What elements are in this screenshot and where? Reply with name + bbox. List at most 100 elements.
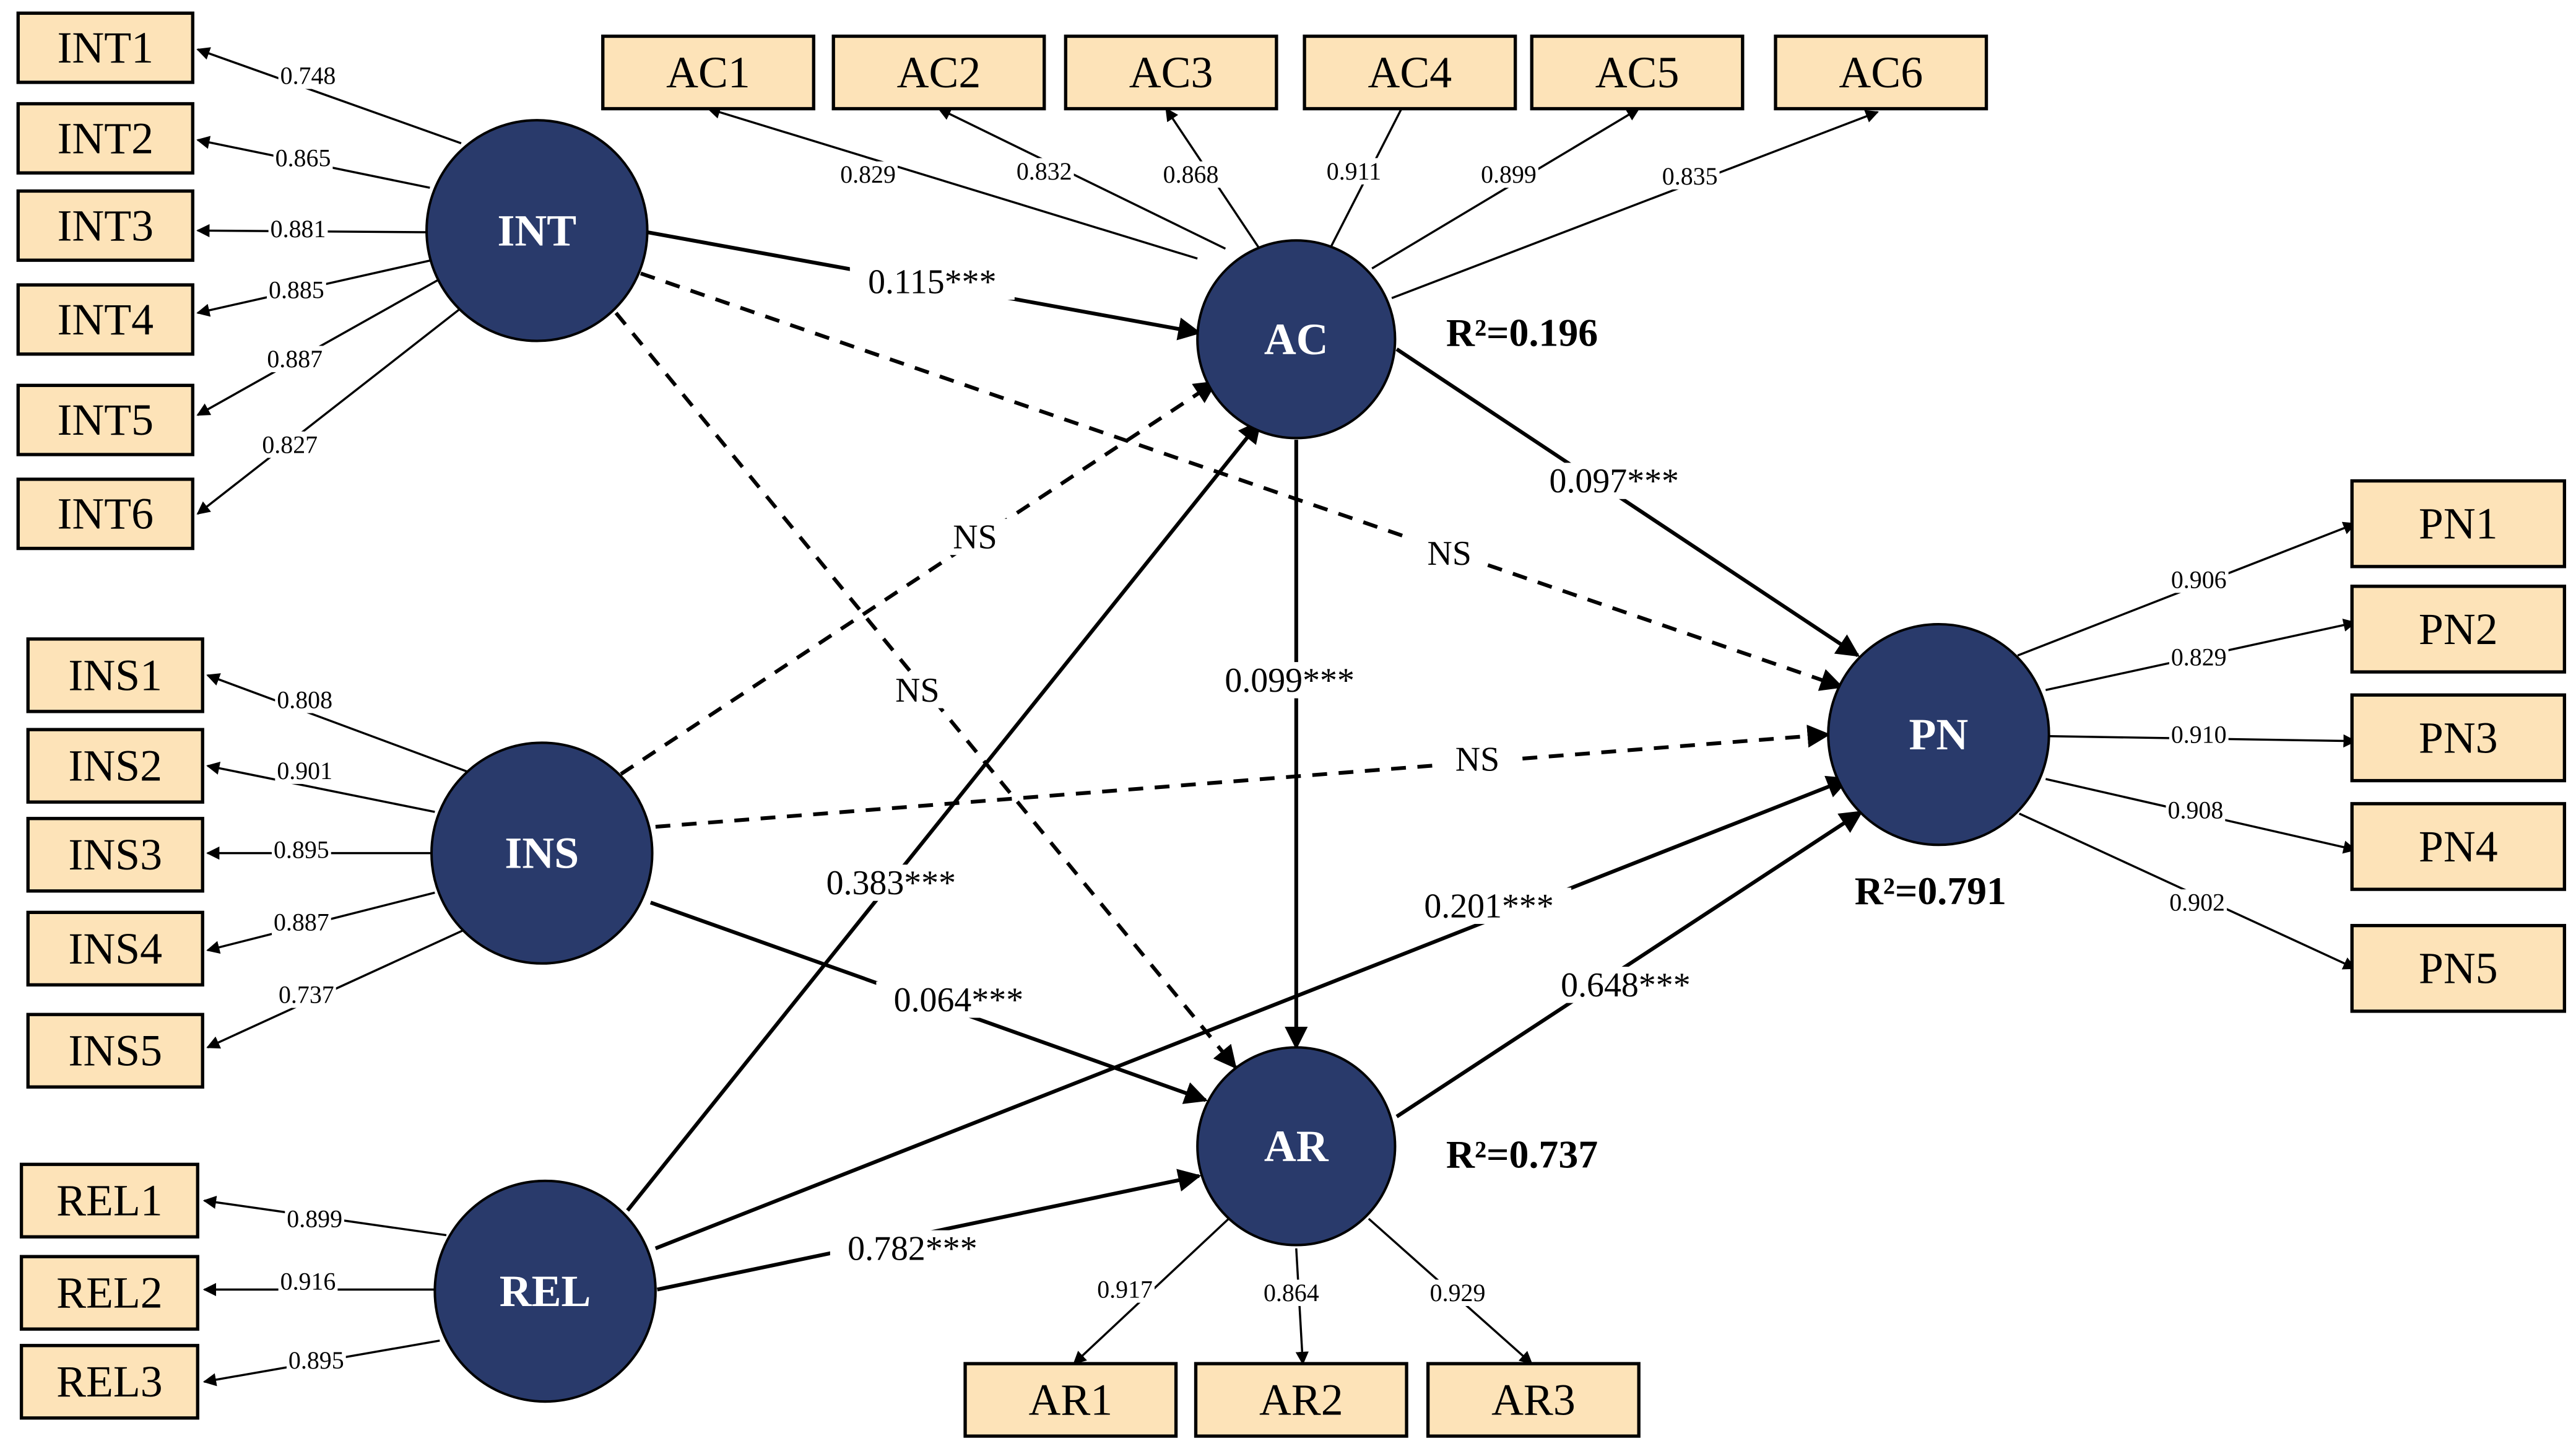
indicator-ins5: INS5 bbox=[26, 1013, 204, 1089]
indicator-ac6: AC6 bbox=[1774, 34, 1988, 111]
construct-ac: AC bbox=[1196, 239, 1397, 440]
indicator-box bbox=[16, 102, 194, 175]
indicator-label: REL1 bbox=[56, 1176, 163, 1226]
loading-value-int4: 0.885 bbox=[269, 276, 324, 303]
path-label-bg bbox=[809, 865, 974, 901]
indicator-label: REL3 bbox=[56, 1357, 163, 1406]
construct-circle bbox=[1196, 239, 1397, 440]
loading-label-bg bbox=[1479, 161, 1538, 188]
loading-label-bg bbox=[286, 1347, 346, 1374]
loading-value-pn1: 0.906 bbox=[2171, 565, 2227, 593]
construct-circle bbox=[1196, 1046, 1397, 1247]
indicator-box bbox=[1426, 1362, 1641, 1438]
loading-value-ac4: 0.911 bbox=[1327, 157, 1381, 185]
indicator-label: AR1 bbox=[1028, 1375, 1112, 1424]
path-coefficient-ac-ar: 0.099*** bbox=[1225, 661, 1354, 700]
loading-value-ins1: 0.808 bbox=[277, 686, 332, 714]
indicator-ins3: INS3 bbox=[26, 817, 204, 893]
loading-value-pn5: 0.902 bbox=[2169, 889, 2225, 917]
indicator-label: AC1 bbox=[666, 48, 750, 97]
indicator-box bbox=[16, 383, 194, 456]
construct-label: INS bbox=[505, 829, 579, 878]
indicator-box bbox=[1064, 34, 1278, 111]
indicator-int6: INT6 bbox=[16, 477, 194, 551]
loading-label-bg bbox=[838, 161, 898, 188]
loading-value-int2: 0.865 bbox=[275, 144, 331, 172]
path-coefficient-rel-ar: 0.782*** bbox=[848, 1229, 977, 1268]
loading-value-ins3: 0.895 bbox=[274, 836, 329, 864]
path-coefficient-ins-ar: 0.064*** bbox=[894, 981, 1023, 1019]
indicator-ac5: AC5 bbox=[1530, 34, 1745, 111]
indicator-box bbox=[601, 34, 815, 111]
r-squared-ar: R²=0.737 bbox=[1446, 1133, 1598, 1177]
indicator-label: INT2 bbox=[57, 113, 154, 163]
path-arrow-int-pn bbox=[640, 271, 1844, 691]
path-label-bg bbox=[830, 1230, 995, 1267]
path-arrow-ar-pn bbox=[1395, 810, 1863, 1118]
indicator-label: PN1 bbox=[2419, 499, 2498, 549]
indicator-label: INT1 bbox=[57, 23, 154, 72]
indicator-label: AC4 bbox=[1368, 48, 1452, 97]
loading-label-bg bbox=[285, 1205, 345, 1232]
path-arrow-ins-pn bbox=[655, 725, 1831, 829]
path-labels-layer: 0.115***NSNSNSNS0.064***0.383***0.201***… bbox=[809, 263, 2006, 1268]
construct-label: AC bbox=[1264, 315, 1329, 364]
loading-arrow-ins1 bbox=[206, 673, 470, 773]
indicator-box bbox=[2350, 802, 2567, 891]
loading-value-ar1: 0.917 bbox=[1097, 1276, 1153, 1304]
indicator-ins4: INS4 bbox=[26, 910, 204, 987]
indicator-pn4: PN4 bbox=[2350, 802, 2567, 891]
indicator-label: REL2 bbox=[56, 1268, 163, 1318]
construct-rel: REL bbox=[433, 1179, 657, 1403]
loading-label-bg bbox=[2169, 566, 2229, 593]
loading-value-rel3: 0.895 bbox=[288, 1346, 344, 1374]
path-coefficient-ins-ac: NS bbox=[953, 518, 997, 557]
indicator-int4: INT4 bbox=[16, 283, 194, 356]
loading-label-bg bbox=[1261, 1279, 1321, 1306]
indicator-ac1: AC1 bbox=[601, 34, 815, 111]
path-coefficient-ac-pn: 0.097*** bbox=[1550, 462, 1679, 500]
path-arrow-ins-ac bbox=[620, 380, 1218, 776]
path-arrow-ac-pn bbox=[1395, 347, 1860, 658]
loading-label-bg bbox=[260, 431, 320, 458]
indicator-label: INT6 bbox=[57, 489, 154, 539]
loading-value-rel1: 0.899 bbox=[287, 1204, 342, 1232]
loading-label-bg bbox=[1014, 158, 1074, 185]
loading-label-bg bbox=[1161, 161, 1221, 188]
indicator-label: INS1 bbox=[68, 650, 162, 700]
indicator-box bbox=[2350, 585, 2567, 674]
loading-value-pn4: 0.908 bbox=[2168, 796, 2224, 824]
path-label-bg bbox=[1543, 967, 1708, 1003]
loading-label-bg bbox=[273, 145, 333, 172]
indicator-label: AC2 bbox=[897, 48, 981, 97]
loading-label-bg bbox=[1324, 158, 1384, 185]
path-coefficient-int-pn: NS bbox=[1428, 534, 1472, 573]
path-arrow-rel-pn bbox=[654, 775, 1850, 1250]
indicator-label: INS4 bbox=[68, 924, 162, 973]
indicator-label: AC5 bbox=[1595, 48, 1680, 97]
loading-arrow-ac2 bbox=[937, 107, 1226, 250]
indicator-rel2: REL2 bbox=[19, 1255, 199, 1331]
indicator-pn1: PN1 bbox=[2350, 479, 2567, 568]
construct-label: REL bbox=[500, 1266, 591, 1316]
loading-value-ar2: 0.864 bbox=[1264, 1279, 1319, 1307]
indicator-box bbox=[16, 283, 194, 356]
loading-label-bg bbox=[275, 757, 335, 784]
indicator-int5: INT5 bbox=[16, 383, 194, 456]
loading-value-ac2: 0.832 bbox=[1017, 157, 1072, 185]
indicator-int1: INT1 bbox=[16, 11, 194, 84]
indicator-box bbox=[831, 34, 1046, 111]
path-label-bg bbox=[879, 672, 956, 708]
loading-arrow-ac1 bbox=[706, 105, 1198, 260]
construct-circle bbox=[433, 1179, 657, 1403]
loading-value-int1: 0.748 bbox=[280, 62, 336, 90]
loading-value-int3: 0.881 bbox=[271, 215, 326, 243]
loading-label-bg bbox=[1428, 1279, 1488, 1306]
loading-arrow-ac5 bbox=[1371, 108, 1641, 269]
path-coefficient-rel-ac: 0.383*** bbox=[826, 864, 956, 902]
indicator-box bbox=[1530, 34, 1745, 111]
indicator-box bbox=[26, 637, 204, 713]
indicator-box bbox=[1194, 1362, 1408, 1438]
indicator-int3: INT3 bbox=[16, 189, 194, 262]
